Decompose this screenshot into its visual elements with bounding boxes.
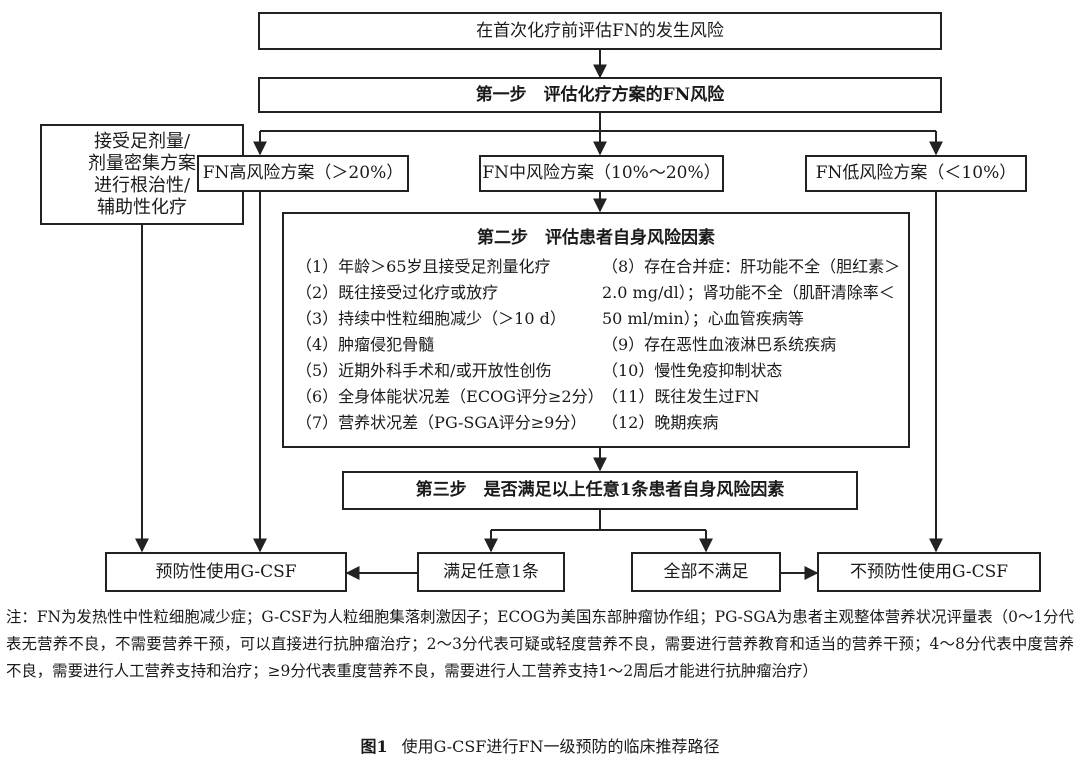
factor-item: （7）营养状况差（PG-SGA评分≥9分） (296, 413, 587, 432)
step3-box: 第三步 是否满足以上任意1条患者自身风险因素 (342, 471, 858, 510)
factor-item: （12）晚期疾病 (602, 413, 719, 432)
side-box-line: 进行根治性/ (93, 174, 191, 196)
connector-lines (135, 49, 943, 580)
caption-label: 图1 (360, 737, 388, 756)
factor-item: （4）肿瘤侵犯骨髓 (296, 335, 435, 354)
risk-mid-box: FN中风险方案（10%～20%） (479, 155, 724, 192)
factor-item: （9）存在恶性血液淋巴系统疾病 (602, 335, 837, 354)
figure-caption: 图1 使用G-CSF进行FN一级预防的临床推荐路径 (0, 733, 1080, 757)
caption-text: 使用G-CSF进行FN一级预防的临床推荐路径 (401, 737, 720, 756)
top-box: 在首次化疗前评估FN的发生风险 (258, 12, 942, 50)
step2-box: 第二步 评估患者自身风险因素 （1）年龄＞65岁且接受足剂量化疗 （2）既往接受… (282, 212, 910, 448)
factor-item: （10）慢性免疫抑制状态 (602, 361, 783, 380)
factor-item: （5）近期外科手术和/或开放性创伤 (296, 361, 552, 380)
side-box-line: 辅助性化疗 (97, 196, 187, 218)
factor-item: （1）年龄＞65岁且接受足剂量化疗 (296, 257, 551, 276)
factor-item: （2）既往接受过化疗或放疗 (296, 283, 499, 302)
factor-item: （3）持续中性粒细胞减少（＞10 d） (296, 309, 566, 328)
step1-box: 第一步 评估化疗方案的FN风险 (258, 77, 942, 113)
step2-title: 第二步 评估患者自身风险因素 (477, 228, 715, 248)
side-box-line: 剂量密集方案 (88, 152, 196, 174)
footnote: 注：FN为发热性中性粒细胞减少症；G-CSF为人粒细胞集落刺激因子；ECOG为美… (6, 608, 1074, 680)
risk-high-box: FN高风险方案（＞20%） (197, 155, 409, 192)
use-gcsf-box: 预防性使用G-CSF (105, 552, 347, 592)
factor-item: （11）既往发生过FN (602, 387, 760, 406)
factor-item: （6）全身体能状况差（ECOG评分≥2分） (296, 387, 604, 406)
left-factor-list: （1）年龄＞65岁且接受足剂量化疗 （2）既往接受过化疗或放疗 （3）持续中性粒… (296, 254, 604, 436)
side-box-line: 接受足剂量/ (93, 130, 191, 152)
risk-low-box: FN低风险方案（＜10%） (805, 155, 1027, 192)
right-factor-list: （8）存在合并症：肝功能不全（胆红素＞2.0 mg/dl）；肾功能不全（肌酐清除… (602, 254, 904, 436)
meets-none-box: 全部不满足 (631, 552, 781, 592)
factor-item-comorbidity: （8）存在合并症：肝功能不全（胆红素＞2.0 mg/dl）；肾功能不全（肌酐清除… (602, 257, 901, 328)
meets-any-box: 满足任意1条 (417, 552, 565, 592)
no-gcsf-box: 不预防性使用G-CSF (817, 552, 1041, 592)
